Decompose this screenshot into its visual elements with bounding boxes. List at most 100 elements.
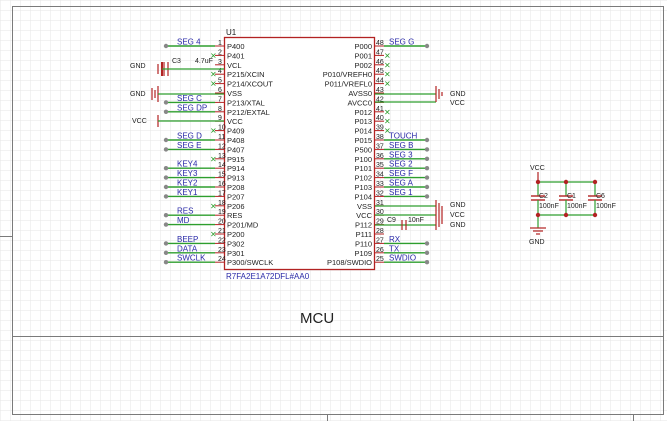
left-pin-9-number: 9	[218, 115, 222, 122]
right-pin-36-net-dot	[424, 156, 430, 161]
c3-value: 4.7uF	[195, 58, 213, 65]
decoupling-cap-c6-ref: C6	[596, 193, 605, 200]
right-pin-44-no-connect: ✕	[384, 80, 391, 89]
left-pin-3-number: 3	[218, 59, 222, 66]
right-pin-27-name: P110	[355, 239, 372, 248]
left-pin-14-net-label[interactable]: KEY4	[177, 160, 198, 169]
gnd-label-vss-right: GND	[450, 202, 466, 209]
left-pin-8-net-label[interactable]: SEG DP	[177, 103, 207, 112]
left-pin-23-net-label[interactable]: DATA	[177, 244, 198, 253]
right-pin-27-net-label[interactable]: RX	[389, 235, 401, 244]
right-pin-26-name: P109	[354, 249, 372, 258]
left-pin-22-net-label[interactable]: BEEP	[177, 235, 198, 244]
right-pin-27-number: 27	[376, 237, 384, 244]
gnd-label-vss-left: GND	[130, 91, 146, 98]
left-pin-15-net-dot	[163, 175, 169, 180]
right-pin-39-name: P014	[354, 127, 372, 136]
right-pin-43-number: 43	[376, 87, 384, 94]
left-pin-17-number: 17	[218, 190, 226, 197]
left-pin-22-number: 22	[218, 237, 226, 244]
right-pin-35-number: 35	[376, 162, 384, 169]
right-pin-46-name: P002	[354, 61, 372, 70]
left-pin-12-net-label[interactable]: SEG E	[177, 141, 201, 150]
right-pin-33-net-label[interactable]: SEG A	[389, 179, 414, 188]
right-pin-25-net-label[interactable]: SWDIO	[389, 254, 416, 263]
right-pin-25-name: P108/SWDIO	[327, 258, 372, 267]
c3-capacitor[interactable]	[157, 62, 224, 76]
vcc-symbol-left	[157, 115, 224, 127]
right-pin-38-net-label[interactable]: TOUCH	[389, 132, 418, 141]
left-pin-11-number: 11	[218, 134, 225, 141]
left-pin-16-net-label[interactable]: KEY2	[177, 179, 198, 188]
left-pin-8-number: 8	[218, 106, 222, 113]
decoupling-cap-c2-value: 100nF	[539, 203, 559, 210]
right-pin-29-number: 29	[376, 219, 384, 226]
decoupling-cap-c2-junction-top	[535, 179, 541, 185]
c9-value: 10nF	[408, 217, 424, 224]
left-pin-1-name: P400	[227, 42, 245, 51]
right-pin-31-number: 31	[376, 200, 384, 207]
left-pin-8-net-dot	[163, 109, 169, 115]
right-pin-47-no-connect: ✕	[384, 51, 391, 60]
left-pin-18-name: P206	[227, 202, 245, 211]
right-pin-41-name: P012	[354, 108, 372, 117]
right-pin-45-no-connect: ✕	[384, 70, 391, 79]
left-pin-10-number: 10	[218, 125, 226, 132]
right-pin-36-name: P100	[354, 155, 372, 164]
left-pin-9-name: VCC	[227, 117, 243, 126]
left-pin-16-name: P208	[227, 183, 245, 192]
decoupling-cap-c6-junction-bottom	[592, 212, 598, 218]
right-pin-36-net-label[interactable]: SEG 3	[389, 150, 413, 159]
left-pin-24-name: P300/SWCLK	[227, 258, 273, 267]
left-pin-17-net-label[interactable]: KEY1	[177, 188, 198, 197]
mcu-part-number: R7FA2E1A72DFL#AA0	[226, 272, 310, 281]
c9-ref: C9	[387, 217, 396, 224]
right-pin-37-number: 37	[376, 143, 384, 150]
left-pin-3-name: VCL	[227, 61, 242, 70]
right-pin-37-net-label[interactable]: SEG B	[389, 141, 413, 150]
left-pin-7-net-label[interactable]: SEG C	[177, 94, 202, 103]
vcc-label-left: VCC	[132, 118, 147, 125]
left-pin-4-number: 4	[218, 68, 222, 75]
right-pin-32-net-dot	[424, 194, 430, 199]
right-pin-28-number: 28	[376, 228, 384, 235]
left-pin-17-net-dot	[163, 194, 169, 199]
left-pin-6-number: 6	[218, 87, 222, 94]
left-pin-11-net-label[interactable]: SEG D	[177, 132, 202, 141]
right-pin-40-no-connect: ✕	[384, 117, 391, 126]
left-pin-20-net-label[interactable]: MD	[177, 216, 190, 225]
right-pin-34-number: 34	[376, 172, 384, 179]
right-pin-48-net-label[interactable]: SEG G	[389, 38, 414, 47]
right-pin-32-name: P104	[354, 192, 372, 201]
left-pin-20-number: 20	[218, 219, 226, 226]
c9-capacitor[interactable]	[375, 200, 443, 230]
left-pin-24-net-label[interactable]: SWCLK	[177, 254, 206, 263]
left-pin-15-net-label[interactable]: KEY3	[177, 169, 198, 178]
gnd-symbol-avss0	[375, 86, 443, 103]
right-pin-38-net-dot	[424, 137, 430, 143]
right-pin-29-name: P112	[355, 221, 372, 230]
right-pin-40-name: P013	[354, 117, 372, 126]
left-pin-21-number: 21	[218, 228, 226, 235]
left-pin-14-net-dot	[163, 166, 169, 171]
right-pin-34-net-label[interactable]: SEG F	[389, 169, 413, 178]
mcu-body[interactable]	[223, 36, 376, 271]
gnd-label-avss0: GND	[450, 91, 466, 98]
vcc-label-avcc0: VCC	[450, 100, 465, 107]
left-pin-24-number: 24	[218, 256, 226, 263]
right-pin-40-number: 40	[376, 115, 384, 122]
left-pin-4-no-connect: ✕	[210, 70, 217, 79]
right-pin-35-net-label[interactable]: SEG 2	[389, 160, 413, 169]
right-pin-37-name: P500	[354, 145, 372, 154]
right-pin-43-name: AVSS0	[348, 89, 372, 98]
right-pin-30-number: 30	[376, 209, 384, 216]
left-pin-4-name: P215/XCIN	[227, 70, 265, 79]
decoupling-cap-c1-junction-bottom	[563, 212, 569, 218]
left-pin-17-name: P207	[227, 192, 245, 201]
left-pin-1-net-label[interactable]: SEG 4	[177, 38, 201, 47]
right-pin-26-net-label[interactable]: TX	[389, 244, 400, 253]
right-pin-32-net-label[interactable]: SEG 1	[389, 188, 413, 197]
right-pin-45-name: P010/VREFH0	[323, 70, 372, 79]
left-pin-19-net-label[interactable]: RES	[177, 207, 193, 216]
left-pin-7-number: 7	[218, 96, 222, 103]
